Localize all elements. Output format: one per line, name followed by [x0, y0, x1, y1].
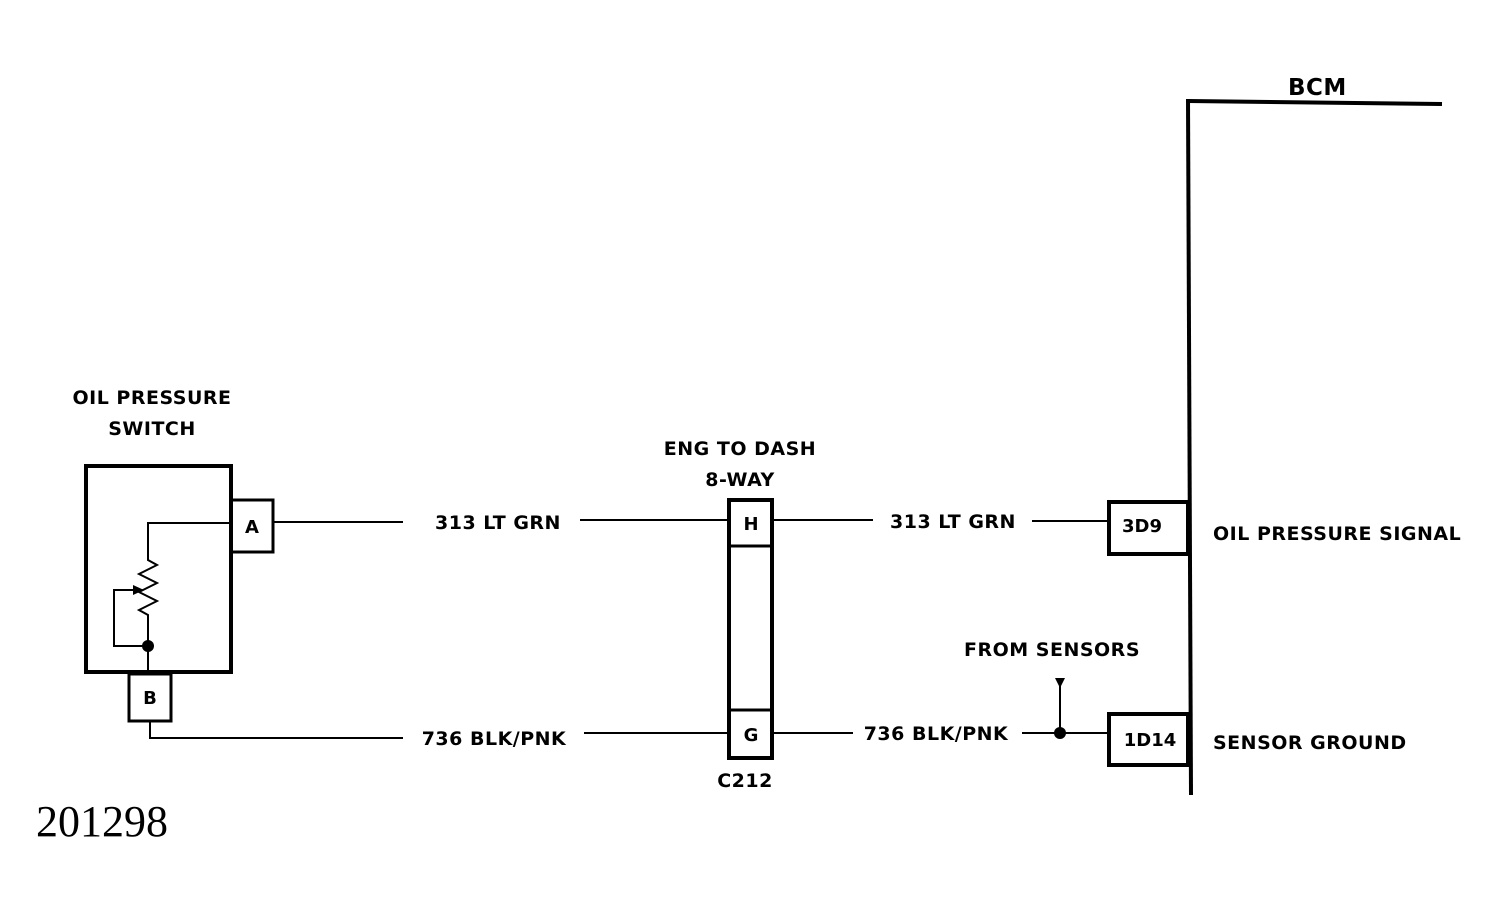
- wire-top-left-label: 313 LT GRN: [435, 512, 561, 534]
- wire-736-blk-pnk: 736 BLK/PNK 736 BLK/PNK: [149, 721, 1109, 750]
- switch-pin-a-label: A: [245, 517, 259, 538]
- from-sensors-splice: FROM SENSORS: [964, 639, 1140, 739]
- switch-body: [84, 464, 233, 674]
- wire-313-lt-grn: 313 LT GRN 313 LT GRN: [273, 511, 1109, 534]
- wire-bottom-right-label: 736 BLK/PNK: [864, 723, 1009, 745]
- bcm-top-edge: [1187, 99, 1443, 106]
- switch-pin-b-label: B: [143, 688, 157, 709]
- wire-top-right-label: 313 LT GRN: [890, 511, 1016, 533]
- bcm-pin-1d14: 1D14 SENSOR GROUND: [1107, 712, 1407, 767]
- connector-title-line2: 8-WAY: [705, 469, 775, 491]
- switch-title-line2: SWITCH: [108, 418, 196, 440]
- connector-c212: ENG TO DASH 8-WAY H G C212: [664, 438, 816, 792]
- switch-pin-a: [229, 498, 275, 554]
- oil-pressure-signal-label: OIL PRESSURE SIGNAL: [1213, 523, 1461, 545]
- connector-title-line1: ENG TO DASH: [664, 438, 816, 460]
- arrow-down-icon: [1055, 678, 1065, 688]
- bcm-module: BCM: [1186, 75, 1443, 796]
- bcm-pin-3d9-label: 3D9: [1122, 516, 1162, 537]
- connector-id: C212: [717, 770, 773, 792]
- wire-bottom-left-label: 736 BLK/PNK: [422, 728, 567, 750]
- bcm-pin-3d9: 3D9 OIL PRESSURE SIGNAL: [1107, 500, 1461, 556]
- switch-title-line1: OIL PRESSURE: [72, 387, 231, 409]
- splice-dot-icon: [1054, 727, 1066, 739]
- connector-pin-h-label: H: [743, 514, 758, 535]
- connector-pin-g-label: G: [744, 725, 759, 746]
- bcm-left-edge: [1186, 98, 1193, 796]
- figure-number: 201298: [36, 797, 168, 846]
- sensor-ground-label: SENSOR GROUND: [1213, 732, 1407, 754]
- from-sensors-label: FROM SENSORS: [964, 639, 1140, 661]
- oil-pressure-switch: OIL PRESSURE SWITCH A B: [72, 387, 275, 723]
- connector-body: [727, 498, 774, 760]
- bcm-title: BCM: [1288, 75, 1347, 101]
- variable-resistor-icon: [113, 522, 231, 674]
- bcm-pin-1d14-label: 1D14: [1124, 730, 1177, 751]
